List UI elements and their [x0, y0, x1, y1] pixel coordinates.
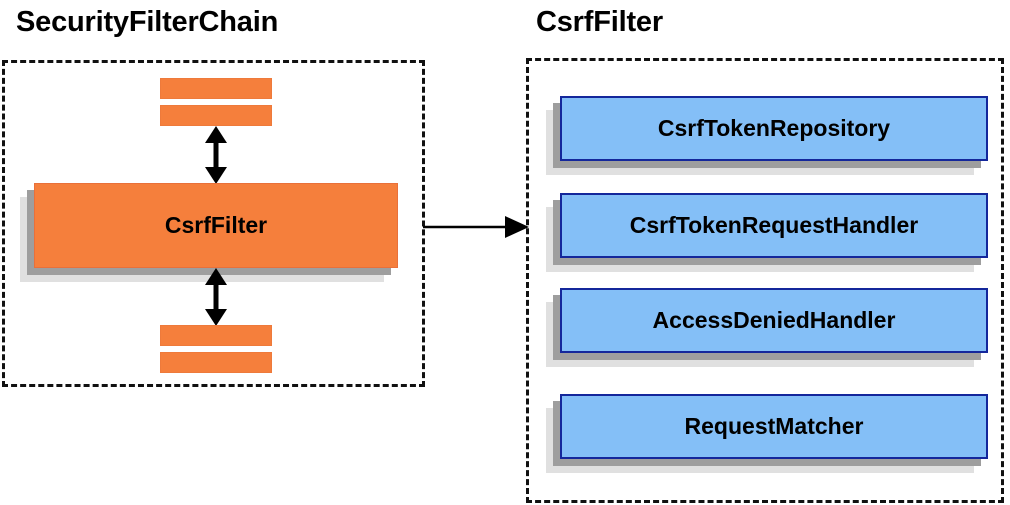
- collaborator-card-accessdeniedhandler[interactable]: AccessDeniedHandler: [546, 288, 988, 367]
- card-face: CsrfTokenRepository: [560, 96, 988, 161]
- panel-title-csrffilter: CsrfFilter: [536, 6, 663, 38]
- arrow-csrffilter-to-filters-above: [203, 126, 229, 184]
- csrffilter-container: [526, 58, 1004, 503]
- card-face: AccessDeniedHandler: [560, 288, 988, 353]
- card-face: CsrfTokenRequestHandler: [560, 193, 988, 258]
- card-label: CsrfTokenRequestHandler: [629, 212, 919, 238]
- filter-bar-below-1: [160, 325, 272, 346]
- card-label: AccessDeniedHandler: [652, 307, 896, 333]
- filter-bar-above-1: [160, 78, 272, 99]
- panel-title-securityfilterchain: SecurityFilterChain: [16, 6, 279, 38]
- collaborator-card-csrftokenrequesthandler[interactable]: CsrfTokenRequestHandler: [546, 193, 988, 272]
- card-label: CsrfFilter: [164, 212, 268, 238]
- filter-bar-above-2: [160, 105, 272, 126]
- securityfilterchain-container: [2, 60, 425, 387]
- card-label: CsrfTokenRepository: [657, 115, 891, 141]
- collaborator-card-requestmatcher[interactable]: RequestMatcher: [546, 394, 988, 473]
- csrffilter-component-card[interactable]: CsrfFilter: [20, 183, 398, 282]
- filter-bar-below-2: [160, 352, 272, 373]
- arrow-csrffilter-to-filters-below: [203, 268, 229, 326]
- arrow-expand-csrffilter: [423, 215, 529, 239]
- card-face: CsrfFilter: [34, 183, 398, 268]
- card-label: RequestMatcher: [684, 413, 864, 439]
- card-face: RequestMatcher: [560, 394, 988, 459]
- collaborator-card-csrftokenrepository[interactable]: CsrfTokenRepository: [546, 96, 988, 175]
